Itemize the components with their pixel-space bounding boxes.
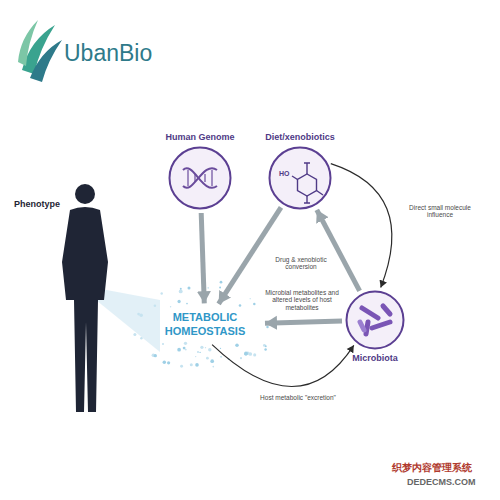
molecule-dot [219,287,221,289]
watermark: 织梦内容管理系统 [390,461,474,475]
edge-label: Microbial metabolites and altered levels… [262,288,342,312]
person-head [75,184,95,204]
molecule-dot [220,348,221,349]
logo-leaf [18,20,38,66]
molecule-dot [139,314,143,318]
flow-arrow [317,210,360,291]
node-title: Diet/xenobiotics [265,132,335,142]
circle-node: Human Genome [168,146,232,210]
molecule-dot [205,347,206,348]
molecule-dot [170,306,171,307]
edge-label: Drug & xenobiotic conversion [268,255,334,272]
molecule-dot [197,351,199,353]
process-box: METABOLIC HOMEOSTASIS [149,307,261,343]
molecule-dot [180,288,182,290]
molecule-dot [195,356,196,357]
molecule-dot [167,361,170,364]
molecule-dot [212,366,214,368]
molecule-dot [250,298,251,299]
molecule-dot [220,356,222,358]
circle-fill [346,291,404,349]
molecule-dot [190,363,193,366]
molecule-dot [183,347,186,350]
molecule-dot [207,287,209,289]
circle-outline [268,146,332,210]
circle-outline [170,148,231,209]
dna-icon [183,168,217,188]
molecule-dot [154,304,157,307]
molecule-dot [264,348,266,350]
circle-fill [269,147,331,209]
node-title: Human Genome [165,132,234,142]
molecule-dot [163,361,166,364]
molecule-dot [179,289,183,293]
flow-arrow [201,213,204,303]
molecule-dot [154,354,157,357]
molecule-dot [195,363,199,367]
circle-outline [345,290,405,350]
molecule-dot [266,326,268,328]
molecule-dot [240,357,242,359]
molecule-dot [235,343,239,347]
person-silhouette [62,207,108,412]
microbe-icon [360,306,390,334]
edge-label: Host metabolic "excretion" [250,393,346,402]
watermark: DEDECMS.COM [405,477,478,487]
circle-outline [270,148,331,209]
curved-arrow [331,164,392,288]
molecule-dot [187,286,190,289]
molecule-dot [162,343,164,345]
logo-leaf [30,40,62,82]
circle-node: Microbiota [345,290,405,350]
node-title: Microbiota [352,353,398,363]
flow-arrow [265,321,342,323]
molecule-dot [200,346,203,349]
circle-fill [169,147,231,209]
molecule-dot [239,304,242,307]
molecule-dot [177,348,181,352]
molecule-dot [244,352,248,356]
molecule-dot [199,352,200,353]
molecule-dot [133,333,136,336]
molecule-dot [208,348,211,351]
circle-outline [347,292,404,349]
molecule-dot [137,313,140,316]
molecule-dot [140,337,142,339]
node-text: METABOLIC HOMEOSTASIS [155,311,255,339]
curved-arrow [212,345,354,387]
figure-label: Phenotype [14,199,60,209]
molecule-dot [160,292,162,294]
molecule-dot [210,359,214,363]
light-beam [96,288,160,352]
molecule-dot [220,281,223,284]
molecule-dot [184,342,187,345]
circle-node: Diet/xenobiotics [268,146,332,210]
logo-text: UbanBio [64,40,152,67]
edge-label: Direct small molecule influence [394,203,486,220]
molecule-dot [186,303,188,305]
molecule-dot [263,344,266,347]
circle-outline [168,146,232,210]
atom-label: HO [279,170,290,177]
molecule-dot [206,357,209,360]
molecule-dot [180,365,183,368]
molecule-dot [177,300,180,303]
molecule-icon [292,163,323,203]
molecule-dot [253,353,256,356]
molecule-dot [253,303,255,305]
molecule-dot [265,345,267,347]
